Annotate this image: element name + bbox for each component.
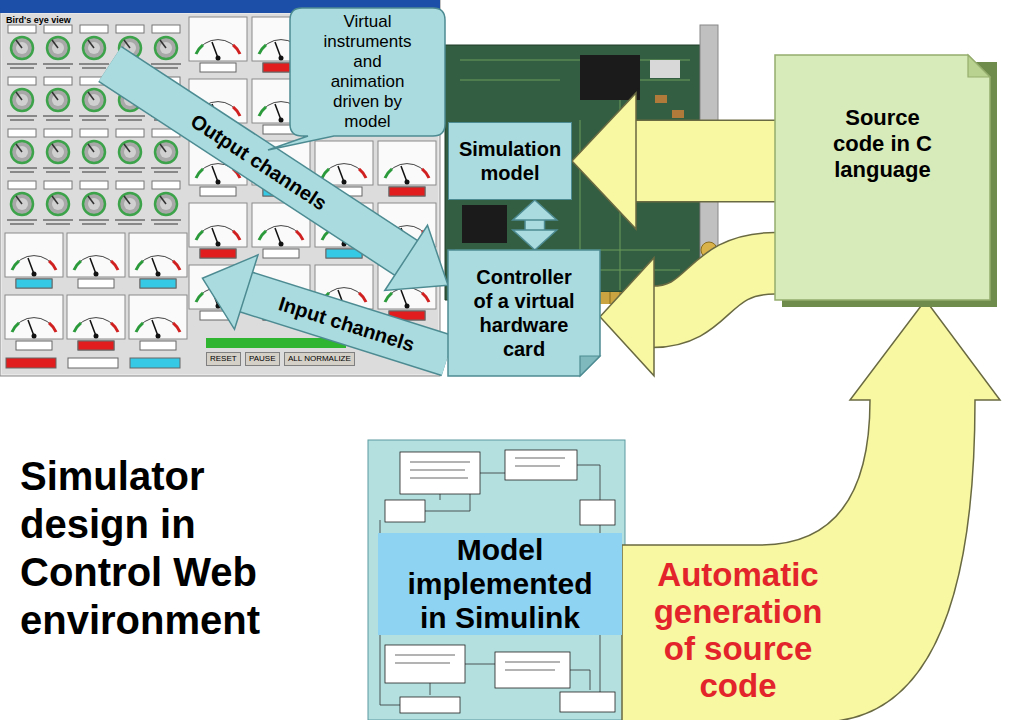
drawing-part (130, 358, 180, 368)
arrow-shaft (652, 263, 775, 317)
drawing-part (151, 25, 181, 69)
drawing-part (129, 295, 187, 350)
drawing-part (79, 129, 109, 173)
source-document: Source code in C language (775, 55, 990, 300)
drawing-part (7, 129, 37, 173)
drawing-part (462, 205, 507, 243)
edge-label: Input channels (275, 291, 417, 356)
arrow-head (513, 230, 557, 250)
drawing-part (68, 358, 118, 368)
drawing-part (7, 181, 37, 225)
drawing-part (505, 450, 577, 480)
node-text: Controller of a virtual hardware card (465, 265, 583, 361)
process-box: Simulation model (448, 122, 572, 200)
drawing-part (385, 500, 425, 522)
block-arrow (622, 300, 1000, 720)
drawing-part (79, 181, 109, 225)
title-text: Simulator design in Control Web environm… (20, 452, 310, 644)
drawing-part (0, 0, 440, 376)
drawing-part (580, 500, 615, 525)
drawing-part (5, 295, 63, 350)
card-fold (580, 356, 600, 376)
node-text: Virtual instruments and animation driven… (316, 12, 419, 132)
drawing-part (650, 60, 680, 78)
drawing-part (6, 358, 56, 368)
arrow-shaft (244, 292, 448, 356)
drawing-part (5, 233, 63, 288)
drawing-part (115, 129, 145, 173)
drawing-part (672, 110, 684, 118)
arrow-shaft (634, 121, 775, 201)
drawing-part (655, 95, 667, 103)
callout-box: Virtual instruments and animation driven… (290, 8, 445, 136)
document-fold (968, 55, 990, 77)
drawing-part (368, 440, 625, 720)
arrow-head (385, 225, 448, 290)
block-arrow (572, 93, 775, 229)
drawing-part (43, 25, 73, 69)
drawing-part (151, 129, 181, 173)
block-arrow (202, 255, 448, 356)
drawing-part (43, 129, 73, 173)
arrow-head (600, 258, 654, 376)
drawing-part (43, 77, 73, 121)
callout-shape (268, 8, 445, 150)
drawing-part (43, 181, 73, 225)
drawing-part (580, 55, 640, 100)
arrow-head (513, 200, 557, 220)
button-label: PAUSE (245, 352, 280, 366)
document-page (775, 55, 990, 300)
arrow-shaft-outline (652, 263, 775, 317)
drawing-part (129, 233, 187, 288)
drawing-part (115, 181, 145, 225)
arrow-head (572, 93, 636, 229)
drawing-part (7, 25, 37, 69)
block-arrow (513, 200, 557, 250)
drawing-part (189, 203, 247, 258)
edge-label: Automatic generation of source code (638, 556, 838, 704)
arrow-head (202, 255, 258, 329)
node-text: Simulation model (453, 137, 567, 185)
drawing-part (67, 233, 125, 288)
arrow-body (622, 300, 1000, 720)
drawing-part (385, 645, 465, 683)
simulink-screenshot (368, 440, 625, 720)
button-label: ALL NORMALIZE (284, 352, 355, 366)
card-shape (448, 250, 600, 376)
drawing-part (189, 17, 247, 72)
drawing-part (400, 697, 460, 713)
drawing-part (7, 77, 37, 121)
drawing-part (560, 692, 615, 712)
drawing-part (67, 295, 125, 350)
arrow-shaft-outline (634, 120, 775, 203)
drawing-part (151, 181, 181, 225)
drawing-part (400, 452, 480, 494)
model-box: Model implemented in Simulink (378, 533, 622, 635)
simulator-screenshot (0, 0, 440, 376)
controller-box: Controller of a virtual hardware card (448, 250, 600, 376)
drawing-part (378, 141, 436, 196)
button-label: RESET (206, 352, 241, 366)
node-text: Model implemented in Simulink (393, 533, 607, 635)
node-text: Source code in C language (820, 105, 945, 183)
block-arrow (600, 258, 775, 376)
drawing-part (79, 25, 109, 69)
arrow-shaft-outline (244, 292, 448, 356)
